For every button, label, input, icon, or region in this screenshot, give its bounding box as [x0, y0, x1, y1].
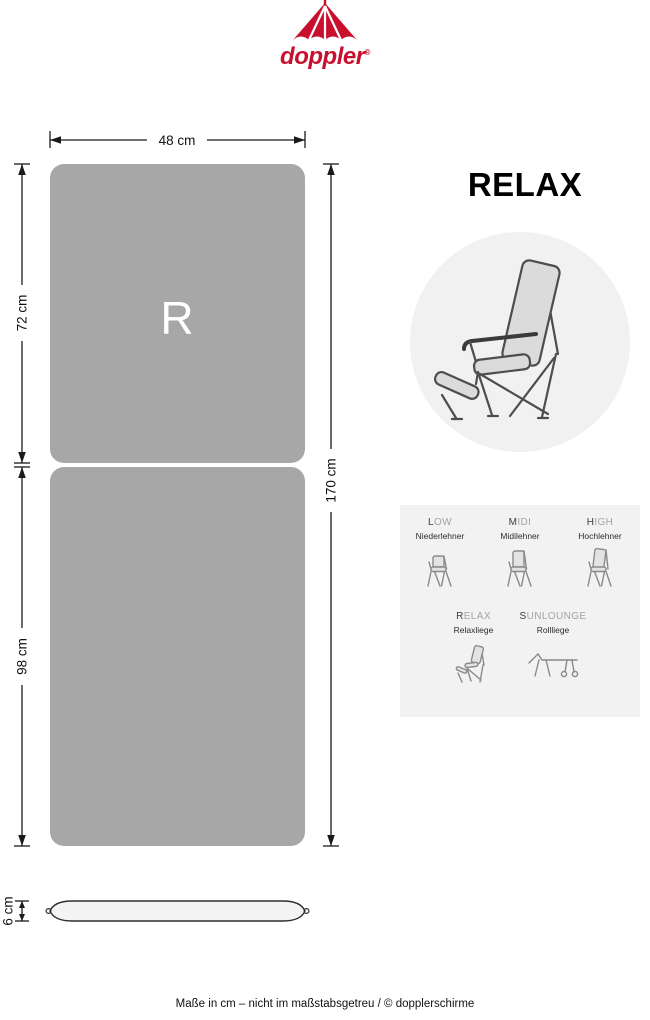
dim-total-height-label: 170 cm: [324, 458, 339, 502]
variant-high-label: HIGH: [586, 517, 614, 528]
variant-sunlounge-sublabel: Rollliege: [536, 625, 570, 635]
variant-row-1: LOW Niederlehner MIDI: [400, 517, 640, 595]
brand-logo-text: doppler®: [280, 43, 371, 70]
dim-bottom-height-label: 98 cm: [15, 638, 30, 675]
lounger-sunlounge-icon: [520, 642, 587, 689]
variant-relax: RELAX Relaxliege: [454, 611, 494, 689]
chair-high-icon: [560, 548, 640, 595]
variant-midi: MIDI Midilehner: [480, 517, 560, 595]
variant-high-sublabel: Hochlehner: [578, 531, 622, 541]
variant-row-2: RELAX Relaxliege SUNLOUNGE: [400, 611, 640, 689]
product-title: RELAX: [467, 166, 583, 203]
cushion-type-letter: R: [160, 292, 193, 344]
variant-panel: LOW Niederlehner MIDI: [400, 505, 640, 717]
dim-width-label: 48 cm: [159, 133, 196, 148]
registered-mark: ®: [364, 48, 371, 57]
dim-bottom-height: 98 cm: [12, 466, 32, 847]
variant-low: LOW Niederlehner: [400, 517, 480, 595]
variant-low-label: LOW: [428, 517, 452, 528]
chair-relax-icon: [454, 642, 494, 689]
cushion-back-section: [50, 164, 305, 463]
dim-total-height: 170 cm: [321, 163, 341, 847]
dim-width: 48 cm: [49, 129, 306, 150]
variant-high: HIGH Hochlehner: [560, 517, 640, 595]
cushion-seat-section: [50, 467, 305, 846]
umbrella-icon: [293, 0, 357, 41]
dim-thickness-label: 6 cm: [1, 896, 16, 925]
variant-midi-sublabel: Midilehner: [500, 531, 540, 541]
variant-midi-label: MIDI: [508, 517, 532, 528]
cushion-top-view: R: [50, 164, 305, 846]
variant-relax-sublabel: Relaxliege: [453, 625, 494, 635]
cushion-side-view: [45, 900, 310, 922]
variant-relax-label: RELAX: [456, 611, 491, 622]
variant-sunlounge: SUNLOUNGE Rollliege: [520, 611, 587, 689]
chair-low-icon: [400, 548, 480, 595]
footer-note: Maße in cm – nicht im maßstabsgetreu / ©…: [175, 998, 475, 1010]
chair-illustration-circle: [410, 232, 630, 452]
dim-top-height-label: 72 cm: [15, 295, 30, 332]
variant-sunlounge-label: SUNLOUNGE: [519, 611, 587, 622]
dim-thickness: 6 cm: [1, 896, 29, 926]
brand-logo: doppler®: [0, 0, 650, 71]
chair-midi-icon: [480, 548, 560, 595]
variant-low-sublabel: Niederlehner: [415, 531, 465, 541]
dim-top-height: 72 cm: [12, 163, 32, 464]
relax-chair-icon: [433, 259, 561, 421]
